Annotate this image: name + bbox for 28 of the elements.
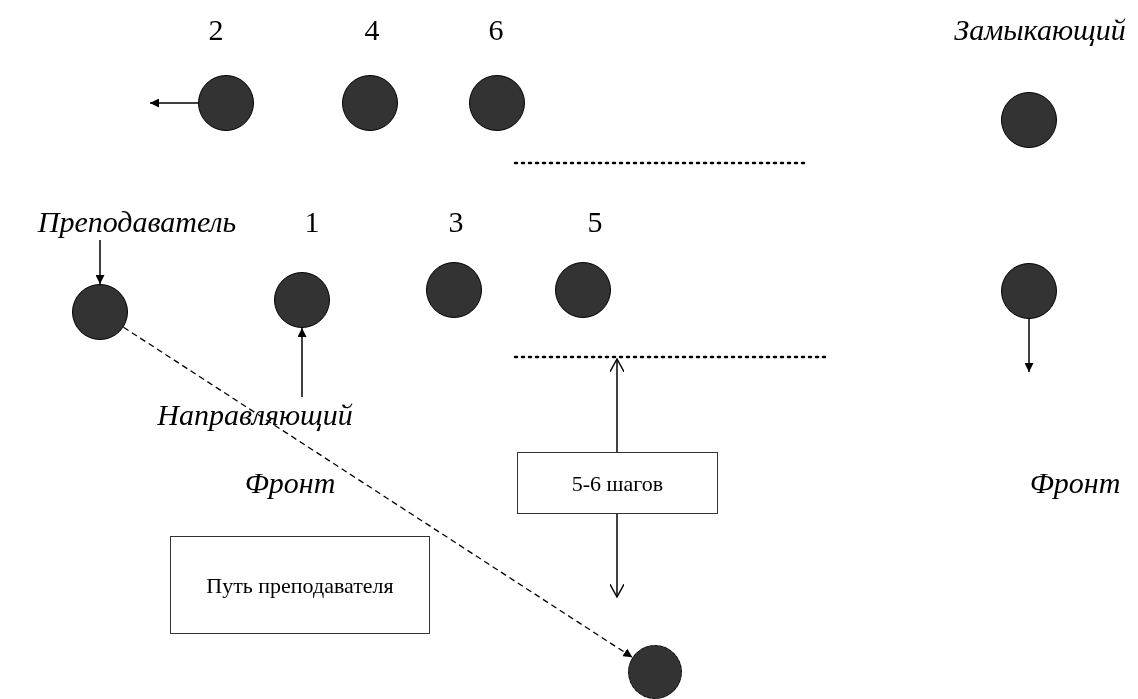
arrow: [149, 98, 199, 108]
role-label: Замыкающий: [954, 12, 1126, 48]
front-label: Фронт: [1029, 465, 1121, 501]
person-circle: [342, 75, 398, 131]
arrow: [1024, 318, 1034, 373]
arrow: [297, 327, 307, 398]
legend-box: Путь преподавателя: [170, 536, 430, 634]
position-number: 4: [364, 12, 380, 48]
front-label: Фронт: [244, 465, 336, 501]
person-circle: [469, 75, 525, 131]
person-circle: [426, 262, 482, 318]
path-arrow: [122, 326, 633, 658]
role-label: Направляющий: [135, 397, 375, 433]
person-circle: [555, 262, 611, 318]
position-number: 5: [587, 204, 603, 240]
position-number: 2: [208, 12, 224, 48]
position-number: 3: [448, 204, 464, 240]
person-circle: [274, 272, 330, 328]
person-circle: [1001, 263, 1057, 319]
position-number: 1: [304, 204, 320, 240]
arrow: [95, 239, 105, 285]
position-number: 6: [488, 12, 504, 48]
person-circle: [1001, 92, 1057, 148]
person-circle: [198, 75, 254, 131]
distance-label-box: 5-6 шагов: [517, 452, 718, 514]
role-label: Преподаватель: [8, 204, 266, 240]
person-circle: [628, 645, 682, 699]
person-circle: [72, 284, 128, 340]
